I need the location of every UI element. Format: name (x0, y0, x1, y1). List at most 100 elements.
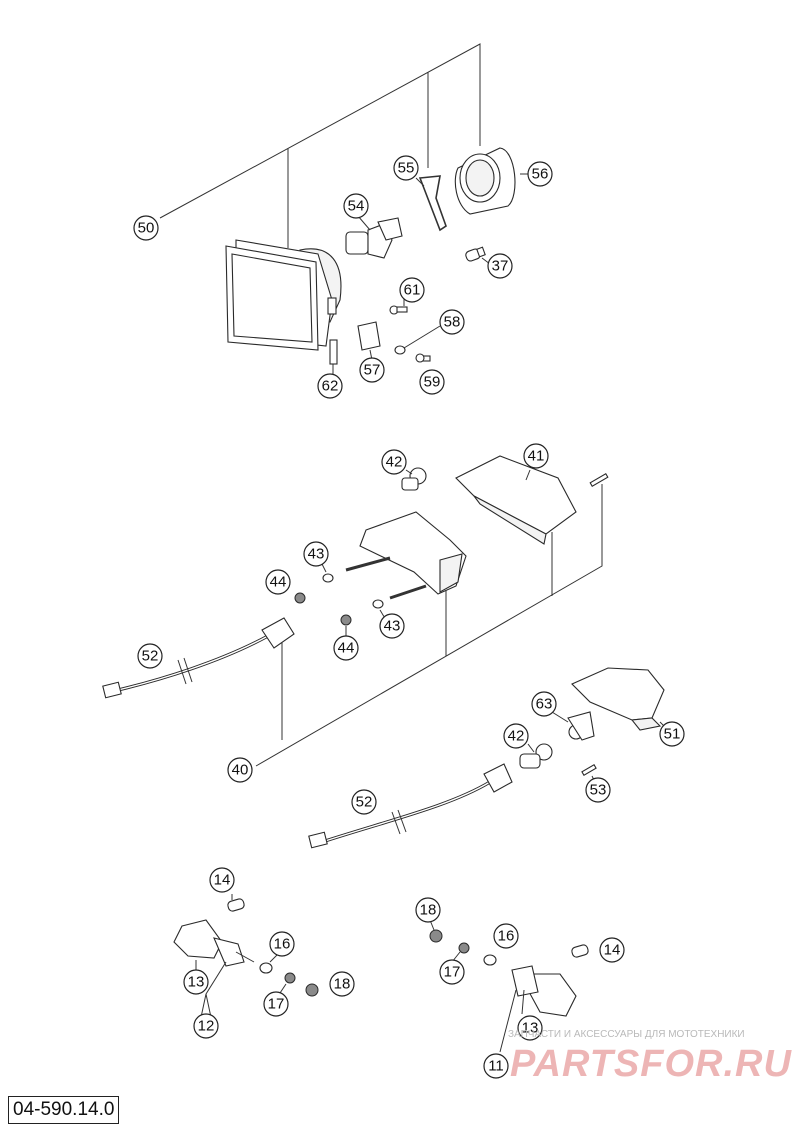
callout-63: 63 (531, 691, 557, 717)
callout-55: 55 (393, 155, 419, 181)
watermark-logo: PARTSFOR.RU (510, 1043, 792, 1085)
lens-screw (589, 473, 609, 487)
callout-40: 40 (227, 757, 253, 783)
callout-44-left: 44 (265, 569, 291, 595)
right-nut-18 (429, 929, 443, 943)
svg-text:16: 16 (274, 936, 291, 953)
svg-text:56: 56 (532, 166, 549, 183)
svg-text:14: 14 (214, 872, 231, 889)
headlight-bulb (345, 217, 403, 259)
washer-58 (394, 325, 441, 355)
svg-text:14: 14 (604, 942, 621, 959)
svg-text:55: 55 (398, 160, 415, 177)
svg-text:62: 62 (322, 378, 339, 395)
svg-text:18: 18 (334, 976, 351, 993)
tail-light-lens (455, 455, 577, 545)
tail-bulb (401, 467, 427, 491)
svg-text:17: 17 (268, 996, 285, 1013)
callout-58: 58 (439, 309, 465, 335)
leader-40 (255, 484, 603, 767)
license-light-cover (571, 667, 665, 731)
svg-text:43: 43 (308, 546, 325, 563)
svg-text:17: 17 (444, 964, 461, 981)
callout-13-right: 13 (517, 1015, 543, 1041)
headlight-group (159, 43, 528, 374)
callout-18-right: 18 (415, 897, 441, 923)
spring-clip (418, 175, 447, 232)
rubber-ring (454, 147, 516, 215)
callout-41: 41 (523, 443, 549, 469)
svg-text:61: 61 (404, 282, 421, 299)
svg-text:13: 13 (522, 1020, 539, 1037)
callout-59: 59 (419, 369, 445, 395)
drawing-number: 04-590.14.0 (8, 1096, 120, 1124)
callout-42-top: 42 (381, 449, 407, 475)
callout-43-right: 43 (379, 613, 405, 639)
callout-11: 11 (483, 1053, 509, 1079)
right-washer-16 (483, 954, 497, 966)
svg-text:59: 59 (424, 374, 441, 391)
callout-16-right: 16 (493, 923, 519, 949)
callout-53: 53 (585, 777, 611, 803)
headlight-bracket-strip (329, 339, 338, 365)
svg-text:50: 50 (138, 220, 155, 237)
svg-text:11: 11 (488, 1058, 504, 1075)
holder-bracket (357, 321, 381, 351)
svg-text:16: 16 (498, 928, 515, 945)
headlight-housing (225, 239, 342, 351)
svg-text:43: 43 (384, 618, 401, 635)
svg-text:40: 40 (232, 762, 249, 779)
tail-light-group (102, 455, 609, 767)
left-washer-17 (284, 972, 296, 984)
svg-text:52: 52 (356, 794, 373, 811)
svg-text:44: 44 (338, 640, 355, 657)
left-nut-18 (305, 983, 319, 997)
callout-44-right: 44 (333, 635, 359, 661)
bulb-holder (567, 711, 595, 741)
license-cable (308, 763, 513, 849)
svg-text:13: 13 (188, 974, 205, 991)
callout-16-left: 16 (269, 931, 295, 957)
left-indicator (173, 919, 255, 967)
svg-text:54: 54 (348, 198, 365, 215)
callout-61: 61 (399, 277, 425, 303)
svg-text:37: 37 (492, 258, 509, 275)
svg-text:44: 44 (270, 574, 287, 591)
watermark-subtitle: ЗАПЧАСТИ И АКСЕССУАРЫ ДЛЯ МОТОТЕХНИКИ (508, 1029, 745, 1040)
svg-text:57: 57 (364, 362, 381, 379)
callout-17-left: 17 (263, 991, 289, 1017)
callout-56: 56 (527, 161, 553, 187)
svg-text:53: 53 (590, 782, 607, 799)
svg-text:18: 18 (420, 902, 437, 919)
callout-52-top: 52 (137, 643, 163, 669)
callout-13-left: 13 (183, 969, 209, 995)
svg-text:42: 42 (508, 728, 525, 745)
svg-text:51: 51 (664, 726, 681, 743)
svg-text:58: 58 (444, 314, 461, 331)
svg-text:12: 12 (198, 1018, 215, 1035)
right-indicator-group (429, 919, 589, 1053)
callout-12: 12 (193, 1013, 219, 1039)
right-indicator (511, 965, 577, 1017)
nut-44-right (340, 614, 352, 626)
svg-text:52: 52 (142, 648, 159, 665)
screw-61 (389, 305, 408, 315)
screw-59 (415, 353, 431, 363)
callout-62: 62 (317, 373, 343, 399)
callout-51: 51 (659, 721, 685, 747)
license-screw (581, 764, 597, 776)
callout-17-right: 17 (439, 959, 465, 985)
tail-light-base (359, 511, 467, 595)
callout-50: 50 (133, 215, 159, 241)
tail-cable (102, 617, 295, 699)
mount-bolts (322, 556, 427, 609)
callout-18-left: 18 (329, 971, 355, 997)
callouts: 50 55 56 54 37 61 58 57 62 59 42 41 43 4… (133, 155, 685, 1079)
callout-57: 57 (359, 357, 385, 383)
callout-14-right: 14 (599, 937, 625, 963)
parking-bulb (465, 246, 486, 262)
left-washer-16 (259, 962, 273, 974)
license-bulb (519, 743, 553, 769)
svg-text:63: 63 (536, 696, 553, 713)
leader-50 (159, 43, 481, 219)
